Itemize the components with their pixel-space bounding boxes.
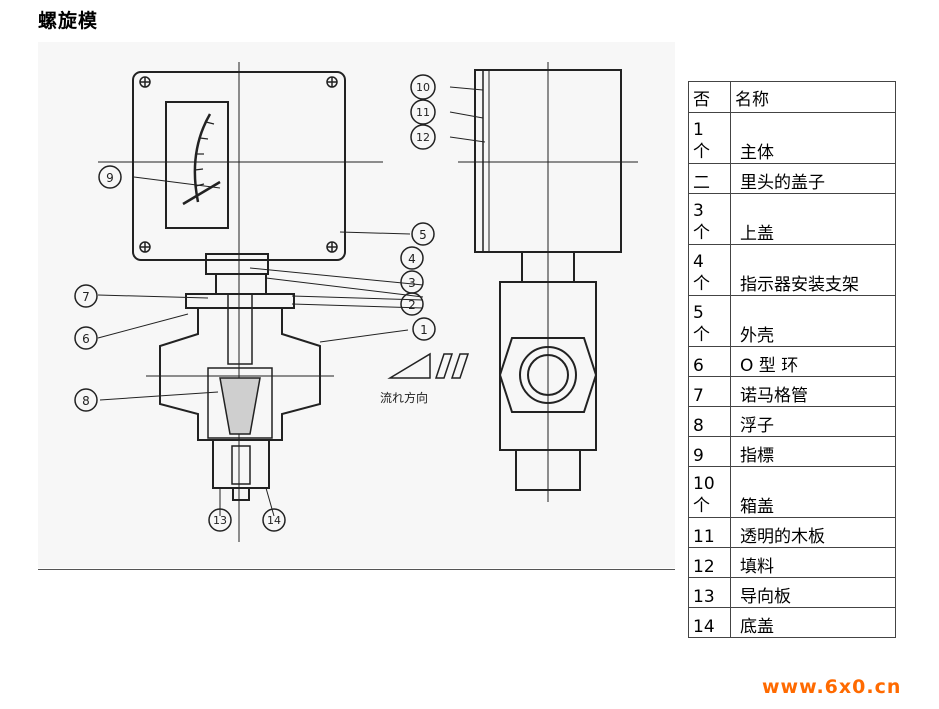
float-chamber	[207, 367, 273, 439]
table-row: 10 个箱盖	[688, 466, 896, 518]
callout-3: 3	[408, 276, 416, 290]
callout-10: 10	[416, 81, 430, 94]
flow-label: 流れ方向	[380, 390, 428, 405]
callout-bubbles	[74, 74, 436, 532]
watermark: www.6x0.cn	[762, 676, 902, 698]
table-row: 二里头的盖子	[688, 163, 896, 194]
part-name: 主体	[730, 112, 896, 164]
parts-table: 否 名称 1 个 主体 二里头的盖子 3 个 上盖 4 个 指示器安装支架 5 个 外壳…	[688, 81, 896, 638]
part-no: 6	[688, 346, 731, 377]
part-no: 11	[688, 517, 731, 548]
table-row: 5 个 外壳	[688, 295, 896, 347]
scale-arc	[193, 113, 212, 203]
callout-2: 2	[408, 298, 416, 312]
callout-8: 8	[82, 394, 90, 408]
header-name: 名称	[730, 81, 896, 113]
part-name: 浮子	[730, 406, 896, 437]
part-no: 5 个	[693, 303, 710, 345]
scale-window	[165, 101, 229, 229]
callout-14: 14	[267, 514, 281, 527]
port-outer	[519, 346, 577, 404]
flow-arrow-icon	[387, 352, 470, 379]
part-no: 9	[688, 436, 731, 467]
part-no: 10 个	[693, 474, 715, 516]
part-name: 外壳	[730, 295, 896, 347]
part-name: 指示器安装支架	[730, 244, 896, 296]
part-name: 箱盖	[730, 466, 896, 518]
callout-5: 5	[419, 228, 427, 242]
callout-13: 13	[213, 514, 227, 527]
pointer	[182, 180, 221, 206]
part-no: 1 个	[693, 120, 710, 162]
part-name: 底盖	[730, 607, 896, 638]
part-no: 14	[688, 607, 731, 638]
bracket	[205, 253, 269, 275]
part-name: 诺马格管	[730, 376, 896, 407]
header-no: 否	[688, 81, 731, 113]
port-inner	[527, 354, 569, 396]
callout-7: 7	[82, 290, 90, 304]
valve-body	[159, 307, 321, 441]
guide-plate	[231, 445, 251, 485]
part-no: 4 个	[693, 252, 710, 294]
neck	[215, 273, 267, 295]
part-no: 8	[688, 406, 731, 437]
part-name: 指標	[730, 436, 896, 467]
hex-nut	[498, 337, 598, 413]
table-header-row: 否 名称	[688, 81, 896, 113]
part-no: 3 个	[693, 201, 710, 243]
part-name: 透明的木板	[730, 517, 896, 548]
callout-6: 6	[82, 332, 90, 346]
part-no: 二	[688, 163, 731, 194]
scale-ticks	[194, 121, 215, 187]
part-no: 12	[688, 547, 731, 578]
upper-cover	[185, 293, 295, 309]
callout-1: 1	[420, 323, 428, 337]
part-name: 导向板	[730, 577, 896, 608]
leader-lines	[97, 86, 486, 517]
valve-drawing: 流れ方向	[38, 42, 675, 568]
part-name: 填料	[730, 547, 896, 578]
float	[219, 377, 261, 435]
metering-tube	[227, 293, 253, 365]
callout-4: 4	[408, 252, 416, 266]
part-name: 里头的盖子	[730, 163, 896, 194]
drain-plug	[232, 487, 250, 501]
divider	[38, 569, 675, 570]
table-row: 1 个 主体	[688, 112, 896, 164]
table-row: 4 个 指示器安装支架	[688, 244, 896, 296]
callout-12: 12	[416, 131, 430, 144]
table-row: 3 个 上盖	[688, 193, 896, 245]
part-no: 13	[688, 577, 731, 608]
side-bottom	[515, 449, 581, 491]
page-title: 螺旋模	[38, 10, 99, 32]
callout-11: 11	[416, 106, 430, 119]
bottom-cover	[212, 439, 270, 489]
part-name: O 型 环	[730, 346, 896, 377]
valve-drawing-svg: 流れ方向	[74, 62, 638, 542]
part-no: 7	[688, 376, 731, 407]
box-screws	[139, 76, 338, 253]
callout-numbers: 1 2 3 4 5 6 7 8 9 10 11 12 13 14	[82, 81, 430, 527]
part-name: 上盖	[730, 193, 896, 245]
callout-9: 9	[106, 171, 114, 185]
